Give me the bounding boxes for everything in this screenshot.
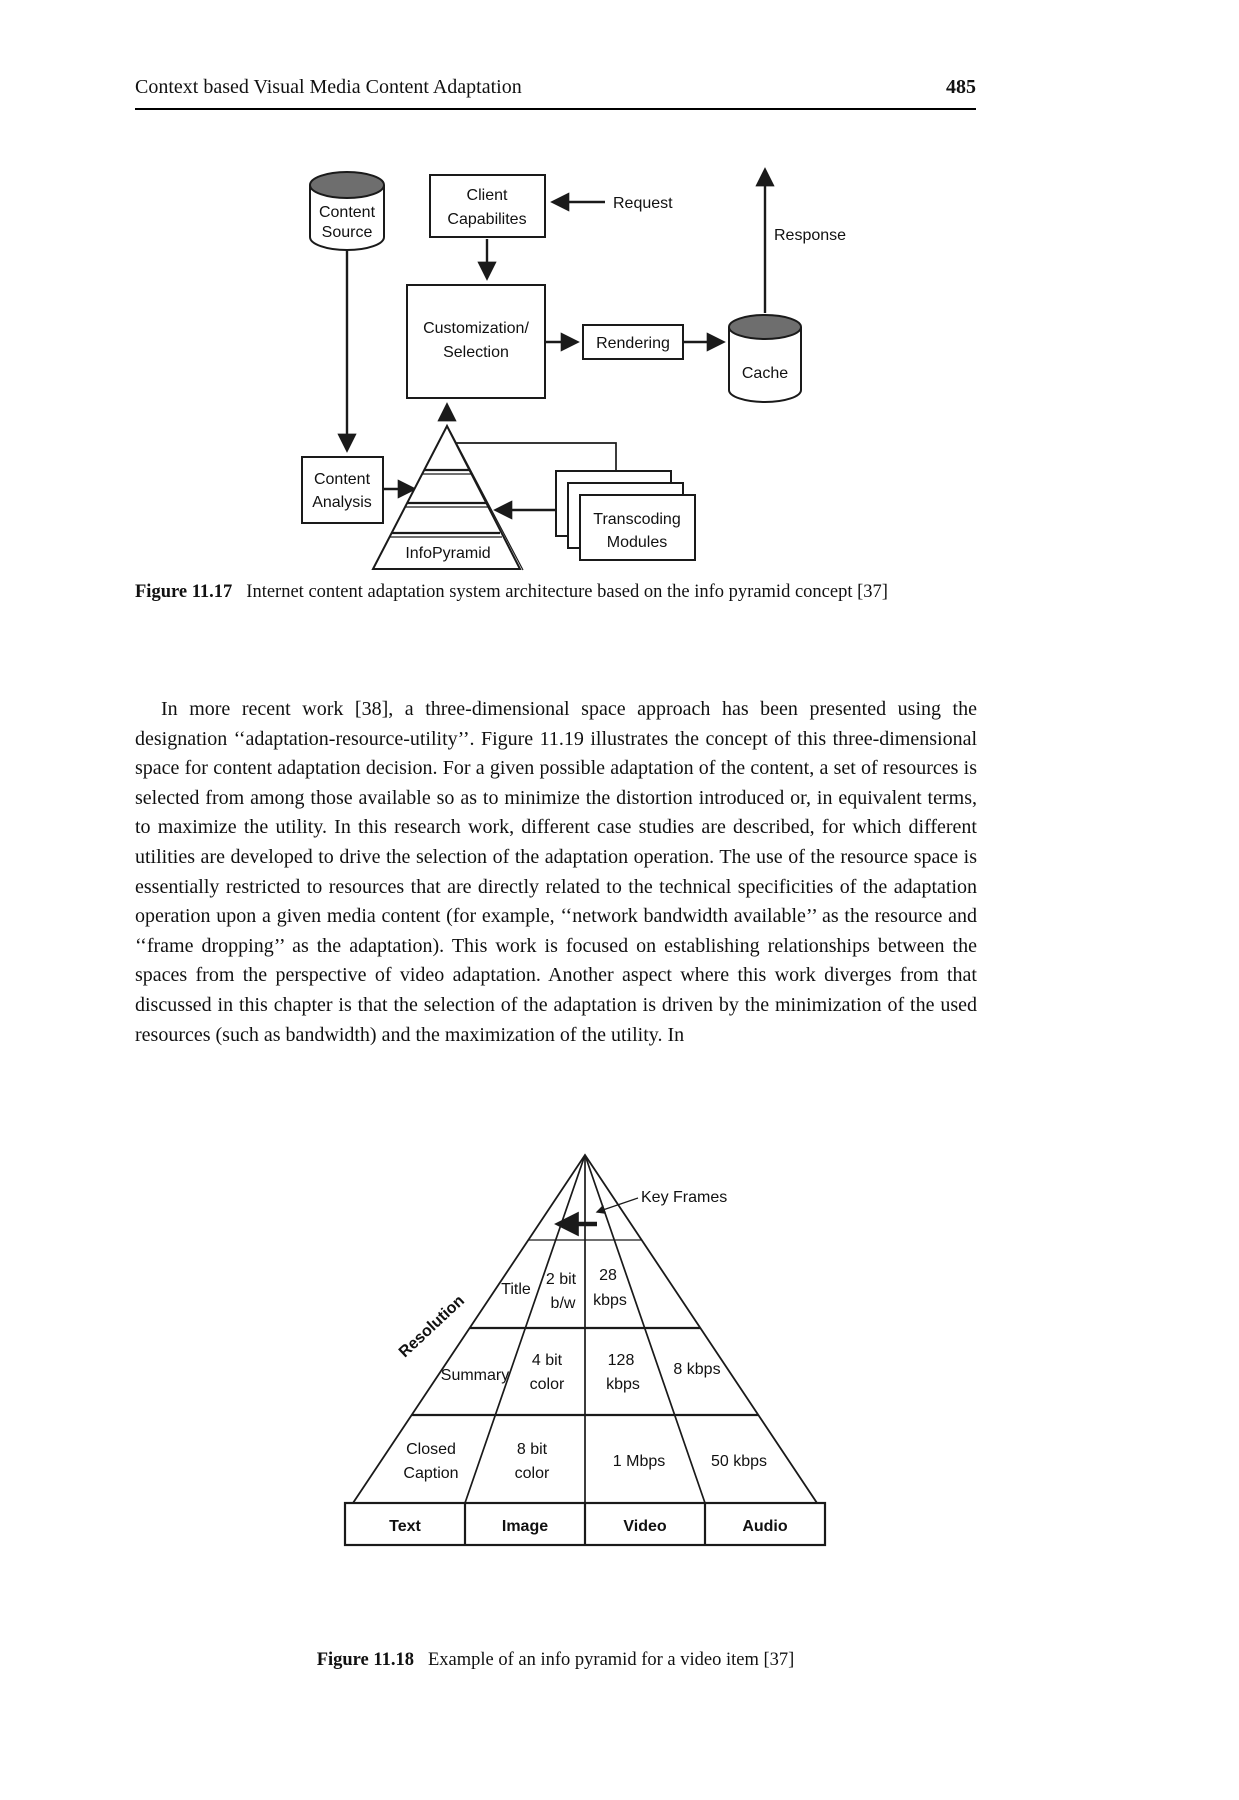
cell-2bit-2: b/w <box>551 1295 576 1312</box>
figure-11-17-caption-text: Internet content adaptation system archi… <box>246 582 888 602</box>
cell-closed-caption: Closed <box>406 1441 456 1458</box>
customization-label: Customization/ <box>423 320 529 337</box>
rendering-node: Rendering <box>582 324 684 360</box>
key-frames-pointer-line <box>595 1197 639 1214</box>
info-pyramid-label: InfoPyramid <box>405 545 490 562</box>
content-source-label2: Source <box>322 224 373 241</box>
cache-node: Cache <box>728 314 802 403</box>
info-pyramid-node: InfoPyramid <box>371 423 524 571</box>
cell-1mbps: 1 Mbps <box>613 1453 665 1470</box>
figure-11-17-caption: Figure 11.17 Internet content adaptation … <box>135 582 976 603</box>
cell-closed-caption-2: Caption <box>403 1465 458 1482</box>
request-label: Request <box>613 195 673 212</box>
figure-11-18-caption: Figure 11.18 Example of an info pyramid f… <box>135 1650 976 1671</box>
cell-50kbps: 50 kbps <box>711 1453 767 1470</box>
column-text: Text <box>389 1518 421 1535</box>
cell-8kbps: 8 kbps <box>673 1361 720 1378</box>
key-frames-label: Key Frames <box>641 1189 727 1206</box>
content-analysis-label: Content <box>314 471 371 488</box>
content-source-label: Content <box>319 204 376 221</box>
column-video: Video <box>623 1518 667 1535</box>
figure-11-17-caption-label: Figure 11.17 <box>135 582 233 602</box>
customization-node: Customization/ Selection <box>406 284 546 399</box>
content-source-cylinder-top <box>309 171 385 199</box>
client-capabilites-label2: Capabilites <box>447 211 526 228</box>
transcoding-label: Transcoding <box>593 511 680 528</box>
figure-11-17-diagram: Content Source Client Capabilites Reques… <box>301 167 846 571</box>
cell-8bit: 8 bit <box>517 1441 548 1458</box>
figure-11-18-caption-text: Example of an info pyramid for a video i… <box>428 1650 795 1670</box>
cell-4bit-2: color <box>530 1376 565 1393</box>
client-capabilites-node: Client Capabilites <box>429 174 546 238</box>
customization-label2: Selection <box>443 344 509 361</box>
page-header: Context based Visual Media Content Adapt… <box>135 76 976 110</box>
cell-28kbps-2: kbps <box>593 1292 627 1309</box>
cell-128kbps: 128 <box>608 1352 635 1369</box>
cell-28kbps: 28 <box>599 1267 617 1284</box>
cell-128kbps-2: kbps <box>606 1376 640 1393</box>
content-source-cylinder-body <box>309 185 385 251</box>
figure-11-18-diagram: Key Frames Resolution Title 2 bit b/w 28… <box>343 1153 827 1547</box>
content-analysis-node: Content Analysis <box>301 456 384 524</box>
cell-summary: Summary <box>441 1367 509 1384</box>
transcoding-label2: Modules <box>607 534 667 551</box>
page-number: 485 <box>946 76 976 98</box>
running-title: Context based Visual Media Content Adapt… <box>135 76 522 98</box>
cell-2bit: 2 bit <box>546 1271 577 1288</box>
modality-band: Text Image Video Audio <box>343 1501 827 1547</box>
pyramid-to-transcoding-connector <box>456 442 617 473</box>
cell-title: Title <box>501 1281 531 1298</box>
client-capabilites-label: Client <box>467 187 508 204</box>
column-audio: Audio <box>742 1518 788 1535</box>
cell-4bit: 4 bit <box>532 1352 563 1369</box>
figure-11-18-caption-label: Figure 11.18 <box>316 1650 414 1670</box>
transcoding-modules-node: Transcoding Modules <box>555 470 696 561</box>
rendering-label: Rendering <box>596 335 670 352</box>
cell-8bit-2: color <box>515 1465 550 1482</box>
column-image: Image <box>502 1518 548 1535</box>
cache-cylinder-top <box>728 314 802 340</box>
content-analysis-label2: Analysis <box>312 494 372 511</box>
cache-label: Cache <box>742 365 788 382</box>
content-source-node: Content Source <box>309 171 385 251</box>
response-label: Response <box>774 227 846 244</box>
body-paragraph: In more recent work [38], a three-dimens… <box>135 698 977 1046</box>
